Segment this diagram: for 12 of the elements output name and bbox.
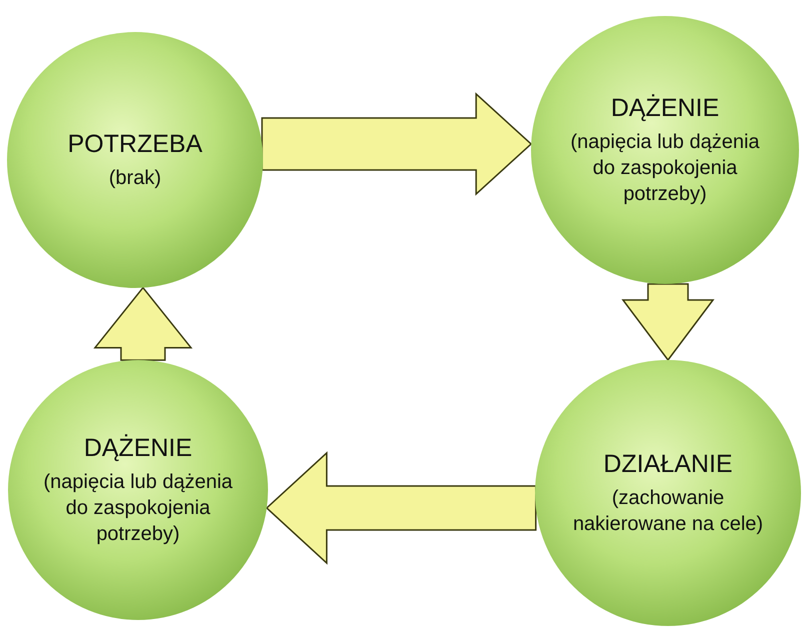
node-title: DĄŻENIE [84, 434, 192, 462]
block-arrow [261, 92, 532, 196]
node-description: (napięcia lub dążenia do zaspokojenia potrzeby) [42, 470, 234, 546]
node-description: (brak) [108, 166, 162, 190]
block-arrow [266, 451, 537, 565]
node-title: DZIAŁANIE [603, 450, 733, 478]
block-arrow [622, 283, 714, 362]
node-title: DĄŻENIE [610, 94, 720, 122]
node-description: (napięcia lub dążenia do zaspokojenia potrzeby) [569, 130, 761, 206]
node-title: POTRZEBA [68, 130, 202, 158]
node-description: (zachowanie nakierowane na cele) [572, 486, 764, 536]
block-arrow [93, 286, 193, 361]
